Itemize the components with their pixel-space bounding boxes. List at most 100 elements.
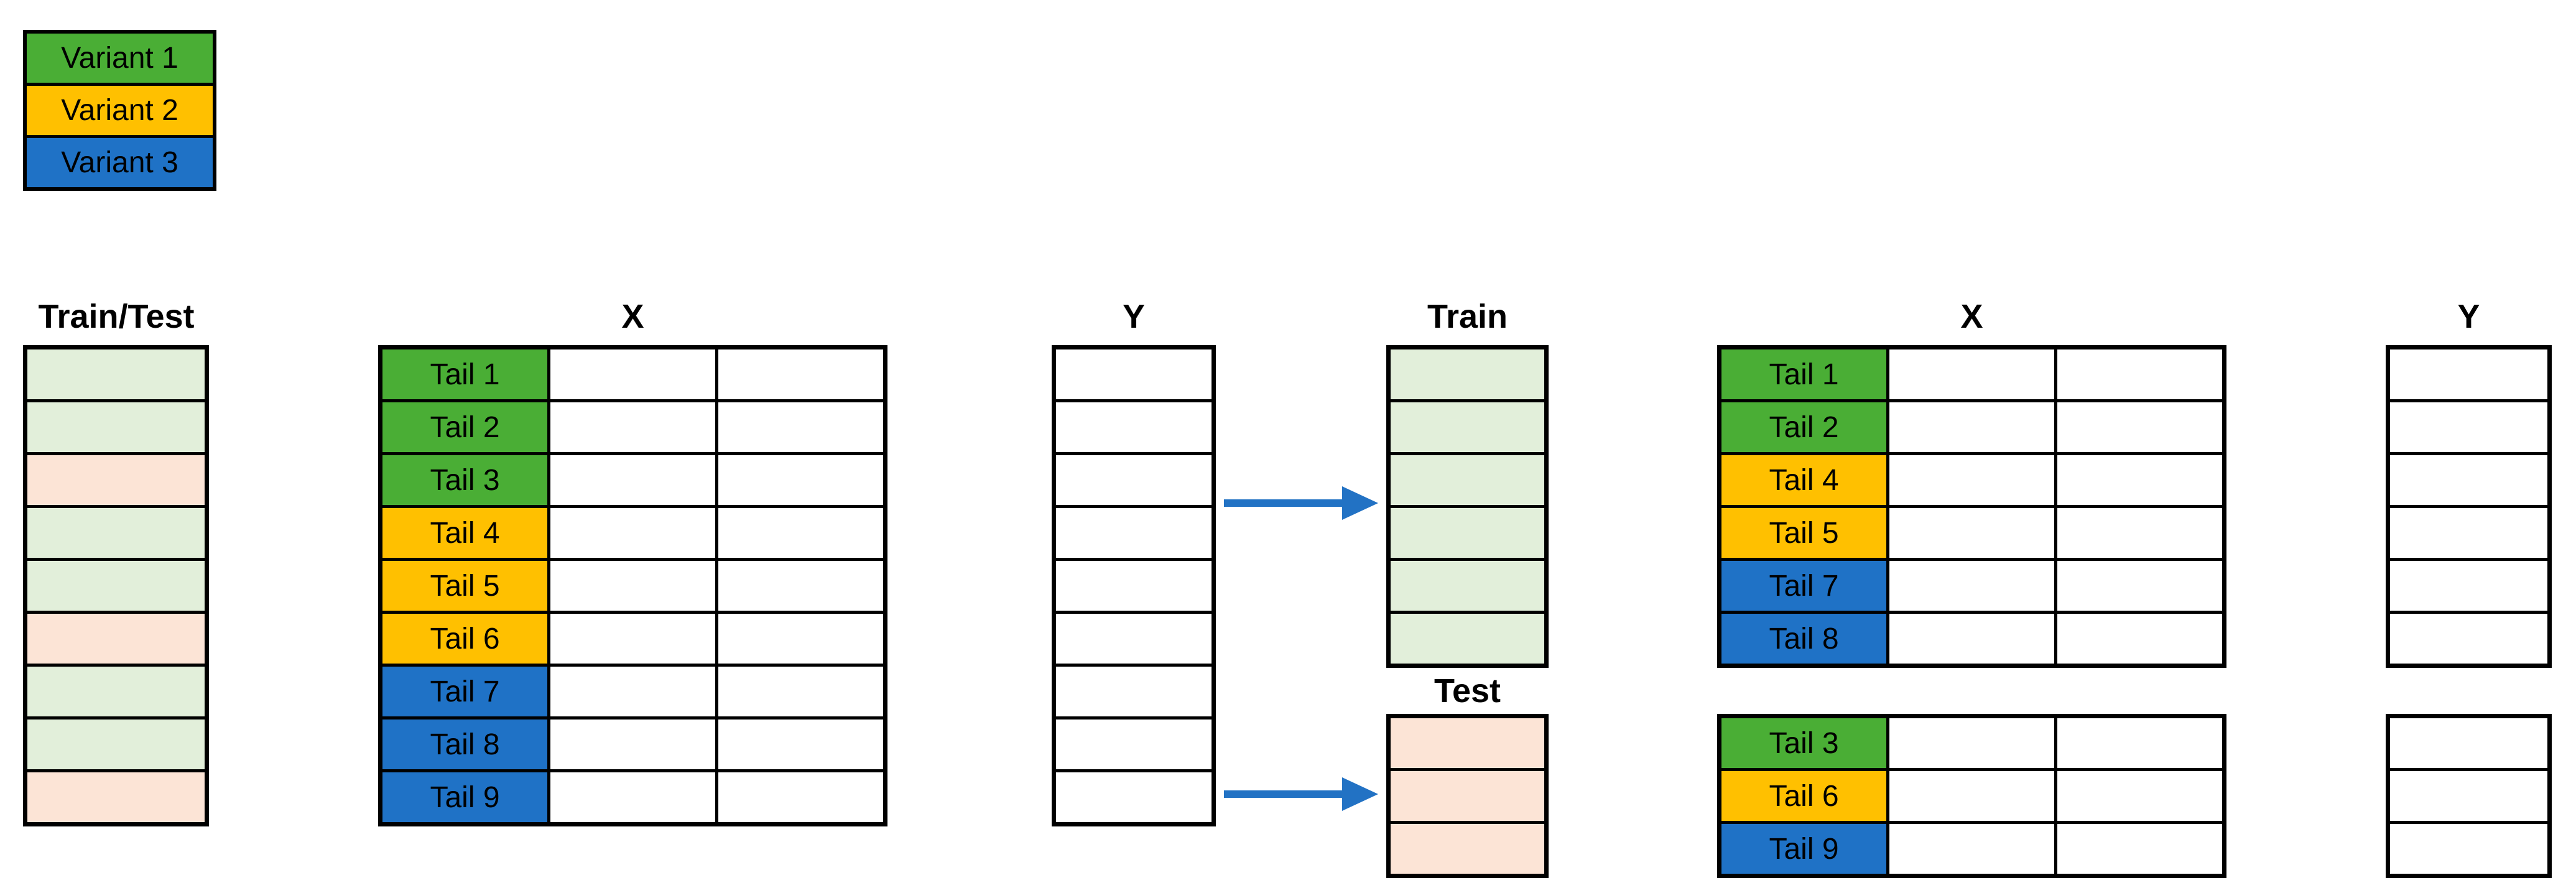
train-test-split-column [23, 345, 209, 826]
target-row [2390, 508, 2547, 561]
x-table-train: Tail 1 Tail 2 Tail 4 Tail 5 Tail 7 Tail … [1717, 345, 2226, 668]
header-test: Test [1434, 672, 1501, 710]
x-table-test: Tail 3 Tail 6 Tail 9 [1717, 714, 2226, 878]
tail-row: Tail 4 [382, 508, 883, 561]
test-row [1391, 718, 1544, 771]
feature-cell [2057, 455, 2222, 505]
tail-label-cell: Tail 8 [382, 719, 550, 769]
legend-label: Variant 3 [61, 146, 178, 179]
test-split-arrow [1224, 774, 1379, 815]
feature-cell [550, 349, 718, 399]
tail-row: Tail 3 [1721, 718, 2222, 771]
train-column [1386, 345, 1549, 668]
y-table-test [2386, 714, 2552, 878]
feature-cell [1889, 718, 2057, 768]
header-train-test: Train/Test [38, 298, 195, 335]
feature-cell [1889, 614, 2057, 664]
feature-cell [2057, 561, 2222, 611]
tail-row: Tail 5 [1721, 508, 2222, 561]
x-table-full: Tail 1 Tail 2 Tail 3 Tail 4 Tail 5 Tail … [378, 345, 887, 826]
tail-label-cell: Tail 3 [382, 455, 550, 505]
target-row [1056, 614, 1212, 667]
target-row [1056, 508, 1212, 561]
train-row [1391, 561, 1544, 614]
legend-item-variant-3: Variant 3 [27, 138, 213, 187]
tail-label-cell: Tail 8 [1721, 614, 1889, 664]
feature-cell [550, 508, 718, 558]
target-row [2390, 349, 2547, 402]
tail-label-cell: Tail 7 [1721, 561, 1889, 611]
train-row [1391, 508, 1544, 561]
target-row [2390, 824, 2547, 874]
tail-row: Tail 9 [382, 772, 883, 822]
target-row [2390, 771, 2547, 824]
split-row [27, 667, 205, 719]
feature-cell [2057, 718, 2222, 768]
tail-label-cell: Tail 9 [382, 772, 550, 822]
feature-cell [550, 402, 718, 452]
target-row [1056, 402, 1212, 455]
target-row [1056, 349, 1212, 402]
target-row [2390, 402, 2547, 455]
train-row [1391, 455, 1544, 508]
feature-cell [550, 614, 718, 664]
tail-label-cell: Tail 4 [1721, 455, 1889, 505]
feature-cell [550, 719, 718, 769]
tail-row: Tail 2 [1721, 402, 2222, 455]
feature-cell [718, 614, 883, 664]
legend-label: Variant 1 [61, 42, 178, 75]
feature-cell [718, 667, 883, 716]
tail-label-cell: Tail 1 [1721, 349, 1889, 399]
tail-label-cell: Tail 1 [382, 349, 550, 399]
tail-label-cell: Tail 6 [382, 614, 550, 664]
tail-label-cell: Tail 6 [1721, 771, 1889, 821]
target-row [2390, 455, 2547, 508]
feature-cell [550, 667, 718, 716]
feature-cell [1889, 455, 2057, 505]
train-row [1391, 349, 1544, 402]
feature-cell [550, 561, 718, 611]
tail-row: Tail 6 [1721, 771, 2222, 824]
test-row [1391, 824, 1544, 874]
tail-row: Tail 4 [1721, 455, 2222, 508]
target-row [2390, 561, 2547, 614]
test-row [1391, 771, 1544, 824]
split-row [27, 561, 205, 614]
feature-cell [1889, 349, 2057, 399]
variant-legend: Variant 1 Variant 2 Variant 3 [23, 30, 216, 191]
feature-cell [718, 455, 883, 505]
tail-row: Tail 7 [1721, 561, 2222, 614]
tail-row: Tail 1 [382, 349, 883, 402]
tail-row: Tail 2 [382, 402, 883, 455]
tail-row: Tail 8 [382, 719, 883, 772]
header-y-left: Y [1122, 298, 1146, 335]
feature-cell [2057, 508, 2222, 558]
target-row [1056, 455, 1212, 508]
arrow-right-icon [1224, 486, 1378, 520]
train-row [1391, 402, 1544, 455]
feature-cell [1889, 771, 2057, 821]
split-row [27, 402, 205, 455]
tail-label-cell: Tail 7 [382, 667, 550, 716]
tail-row: Tail 5 [382, 561, 883, 614]
feature-cell [1889, 508, 2057, 558]
split-row [27, 455, 205, 508]
y-table-full [1052, 345, 1216, 826]
feature-cell [718, 719, 883, 769]
tail-row: Tail 7 [382, 667, 883, 719]
tail-label-cell: Tail 9 [1721, 824, 1889, 874]
feature-cell [718, 402, 883, 452]
feature-cell [2057, 824, 2222, 874]
legend-item-variant-1: Variant 1 [27, 34, 213, 86]
tail-row: Tail 6 [382, 614, 883, 667]
test-column [1386, 714, 1549, 878]
feature-cell [1889, 824, 2057, 874]
target-row [1056, 561, 1212, 614]
legend-label: Variant 2 [61, 94, 178, 127]
feature-cell [2057, 614, 2222, 664]
arrow-right-icon [1224, 777, 1378, 811]
feature-cell [718, 508, 883, 558]
split-row [27, 614, 205, 667]
target-row [2390, 614, 2547, 664]
train-split-arrow [1224, 483, 1379, 524]
